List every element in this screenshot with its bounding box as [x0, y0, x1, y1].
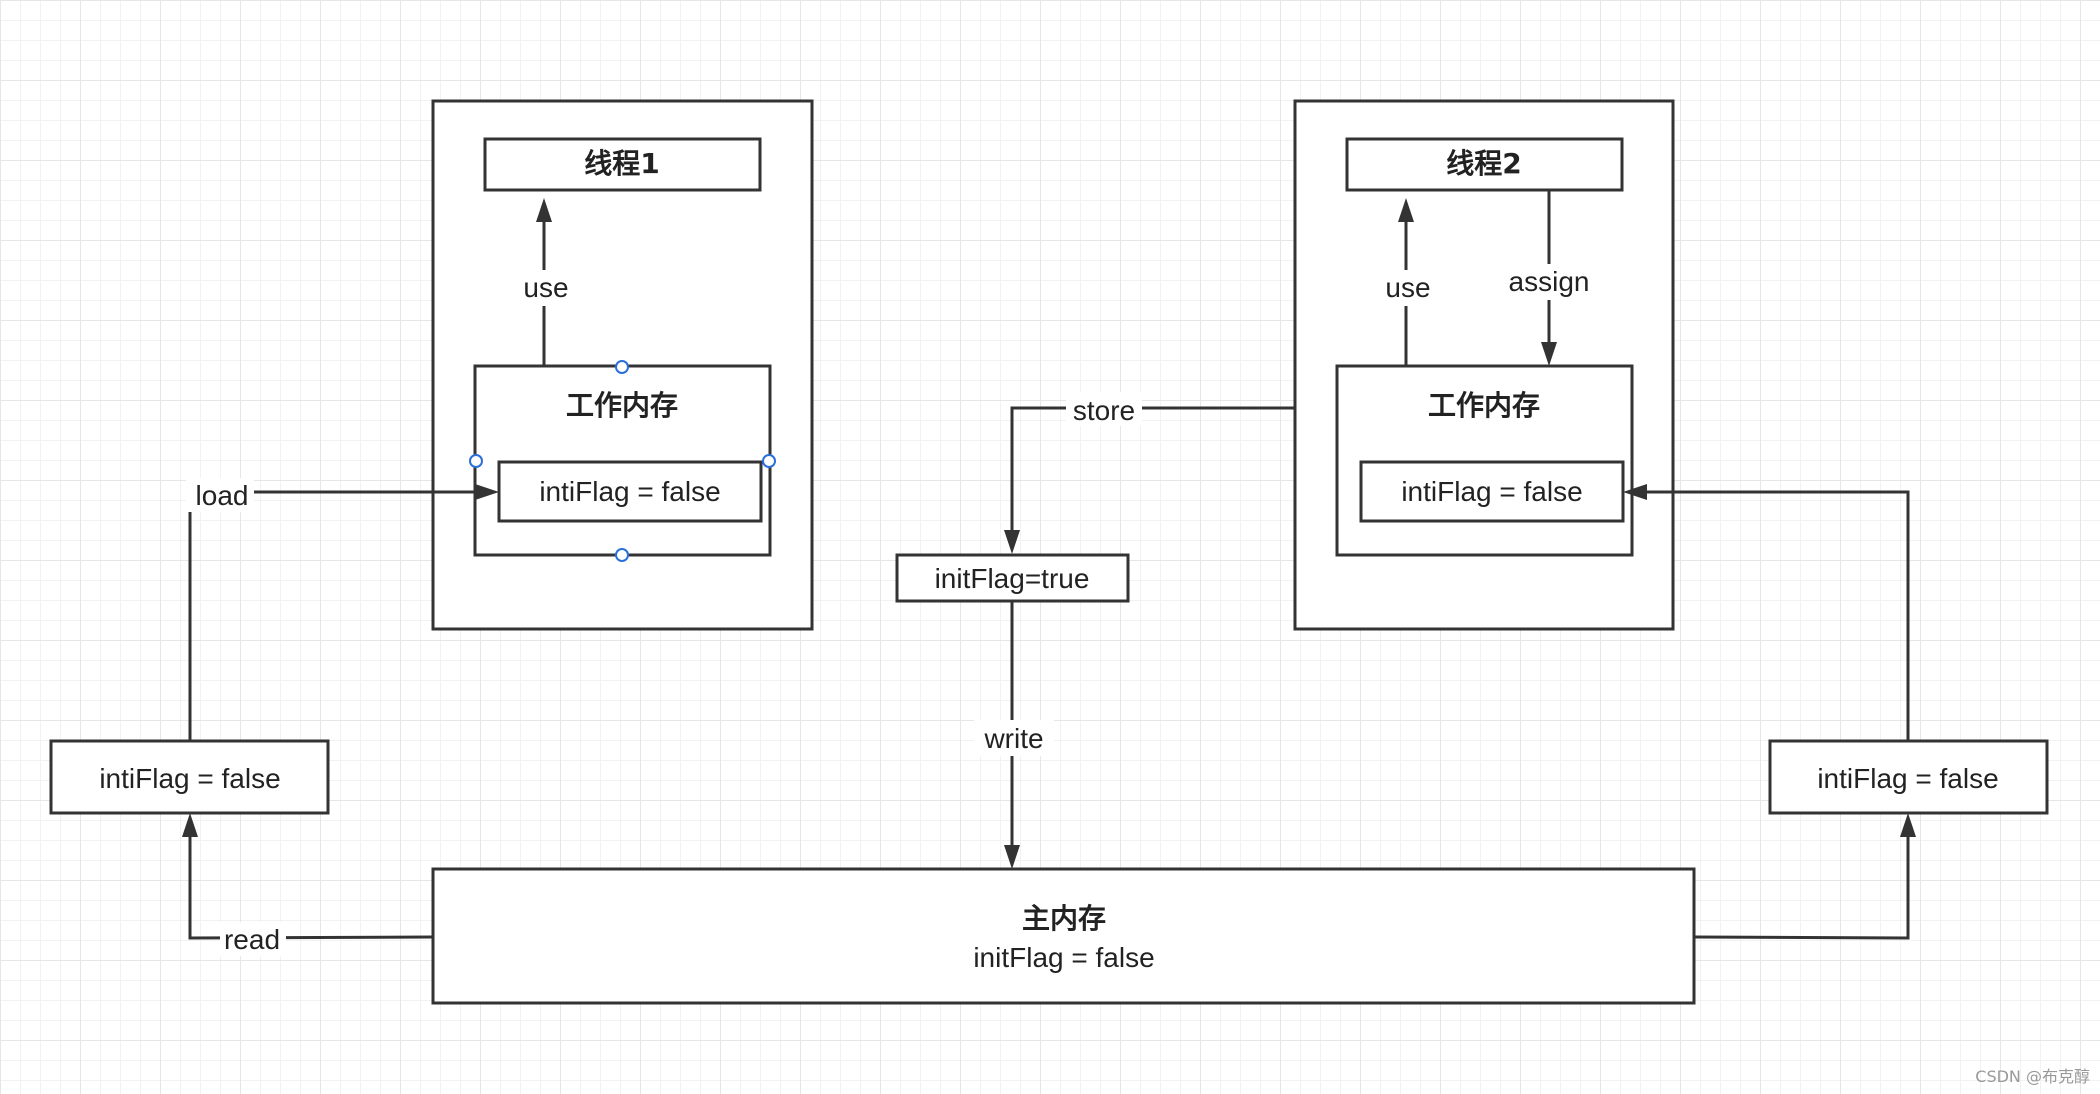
transfer-box[interactable]: initFlag=true	[895, 553, 1130, 603]
store-edge[interactable]: store	[1004, 392, 1295, 554]
arrowhead-icon	[182, 813, 198, 837]
right-copy-value: intiFlag = false	[1817, 763, 1998, 794]
write-label: write	[983, 723, 1043, 754]
selection-handle[interactable]	[469, 454, 483, 468]
left-copy-box[interactable]: intiFlag = false	[49, 739, 330, 815]
read-label: read	[224, 924, 280, 955]
selection-handle[interactable]	[615, 548, 629, 562]
right-copy-to-thread2-edge[interactable]	[1623, 484, 1910, 741]
arrowhead-icon	[1398, 198, 1414, 222]
load-edge[interactable]: load	[186, 478, 499, 741]
thread1-title: 线程1	[584, 147, 659, 180]
thread1-working-memory-label: 工作内存	[566, 389, 678, 422]
main-memory[interactable]: 主内存 initFlag = false	[431, 867, 1696, 1005]
arrowhead-icon	[536, 198, 552, 222]
thread1-title-box[interactable]: 线程1	[483, 137, 762, 192]
arrowhead-icon	[1900, 813, 1916, 837]
arrowhead-icon	[1541, 342, 1557, 366]
main-to-right-copy-edge[interactable]	[1693, 813, 1916, 940]
store-label: store	[1073, 395, 1135, 426]
thread2-var-value: intiFlag = false	[1401, 476, 1582, 507]
thread2-working-memory-label: 工作内存	[1428, 389, 1540, 422]
arrowhead-icon	[1004, 530, 1020, 554]
selection-handle[interactable]	[615, 360, 629, 374]
main-memory-value: initFlag = false	[973, 942, 1154, 973]
thread2-use-label: use	[1385, 272, 1430, 303]
read-edge[interactable]: read	[182, 813, 434, 956]
watermark: CSDN @布克醇	[1975, 1067, 2090, 1086]
thread1-var-value: intiFlag = false	[539, 476, 720, 507]
thread2-title-box[interactable]: 线程2	[1345, 137, 1624, 192]
thread1-use-edge[interactable]: use	[516, 198, 574, 366]
thread2-assign-label: assign	[1509, 266, 1590, 297]
thread2-title: 线程2	[1446, 147, 1521, 180]
transfer-box-value: initFlag=true	[935, 563, 1090, 594]
arrowhead-icon	[1623, 484, 1647, 500]
main-memory-title: 主内存	[1022, 902, 1106, 935]
thread1-var-box[interactable]: intiFlag = false	[497, 460, 763, 523]
thread2-assign-edge[interactable]: assign	[1501, 190, 1597, 366]
right-copy-box[interactable]: intiFlag = false	[1768, 739, 2049, 815]
load-label: load	[196, 480, 249, 511]
left-copy-value: intiFlag = false	[99, 763, 280, 794]
arrowhead-icon	[475, 484, 499, 500]
write-edge[interactable]: write	[974, 601, 1054, 869]
thread1-use-label: use	[523, 272, 568, 303]
thread2-var-box[interactable]: intiFlag = false	[1359, 460, 1625, 523]
selection-handle[interactable]	[762, 454, 776, 468]
thread2-use-edge[interactable]: use	[1378, 198, 1436, 366]
arrowhead-icon	[1004, 845, 1020, 869]
